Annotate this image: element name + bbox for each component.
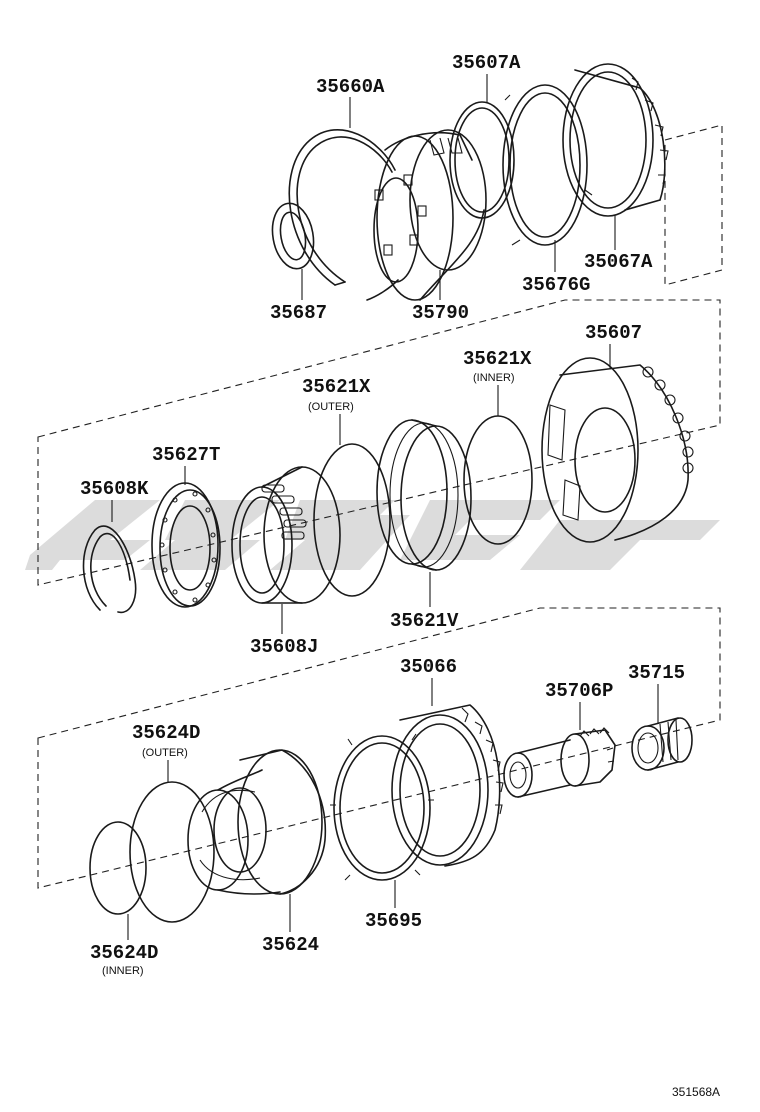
label-35608K: 35608K xyxy=(80,478,149,500)
clutch-plate-35695 xyxy=(330,733,434,881)
snap-ring-35607A xyxy=(449,101,515,219)
o-ring-35621X-outer xyxy=(313,443,391,597)
group-box-bottom xyxy=(37,607,721,889)
clutch-plate-35676G xyxy=(502,84,593,246)
sublabel-outer-1: (OUTER) xyxy=(308,401,354,413)
sublabel-outer-2: (OUTER) xyxy=(142,747,188,759)
group-box-top xyxy=(664,124,723,286)
label-35706P: 35706P xyxy=(545,680,613,702)
piston-sleeve-35621V xyxy=(376,419,472,571)
label-35715: 35715 xyxy=(628,662,685,684)
watermark-logo xyxy=(25,500,720,570)
label-35687: 35687 xyxy=(270,302,327,324)
clutch-drum-35607 xyxy=(541,357,694,543)
piston-housing-35624 xyxy=(187,749,327,895)
label-35790: 35790 xyxy=(412,302,469,324)
label-35676G: 35676G xyxy=(522,274,590,296)
label-35624D-inner: 35624D xyxy=(90,942,158,964)
label-35624: 35624 xyxy=(262,934,319,956)
label-35607A: 35607A xyxy=(452,52,521,74)
label-35607: 35607 xyxy=(585,322,642,344)
label-35695: 35695 xyxy=(365,910,422,932)
bushing-35715 xyxy=(631,717,693,771)
label-35067A: 35067A xyxy=(584,251,653,273)
label-35660A: 35660A xyxy=(316,76,385,98)
label-35621X-outer: 35621X xyxy=(302,376,371,398)
group-box-middle xyxy=(37,299,721,586)
sublabel-inner-1: (INNER) xyxy=(473,372,515,384)
sun-gear-35706P xyxy=(503,727,616,798)
clutch-drum-35067A xyxy=(562,63,669,217)
label-35621X-inner: 35621X xyxy=(463,348,532,370)
snap-ring-35608K xyxy=(82,525,137,614)
label-35621V: 35621V xyxy=(390,610,459,632)
clutch-piston-35608J xyxy=(231,466,341,604)
spring-retainer-35627T xyxy=(151,482,221,608)
o-ring-35624D-outer xyxy=(129,781,215,923)
label-35624D-outer: 35624D xyxy=(132,722,200,744)
sublabel-inner-2: (INNER) xyxy=(102,965,144,977)
thrust-washer-35687 xyxy=(271,202,315,270)
label-35627T: 35627T xyxy=(152,444,220,466)
label-35066: 35066 xyxy=(400,656,457,678)
clutch-hub-35066 xyxy=(391,704,504,867)
label-35608J: 35608J xyxy=(250,636,318,658)
o-ring-35621X-inner xyxy=(463,415,533,545)
o-ring-35624D-inner xyxy=(89,821,147,915)
snap-ring-35660A xyxy=(288,128,396,286)
drawing-code: 351568A xyxy=(672,1085,720,1099)
